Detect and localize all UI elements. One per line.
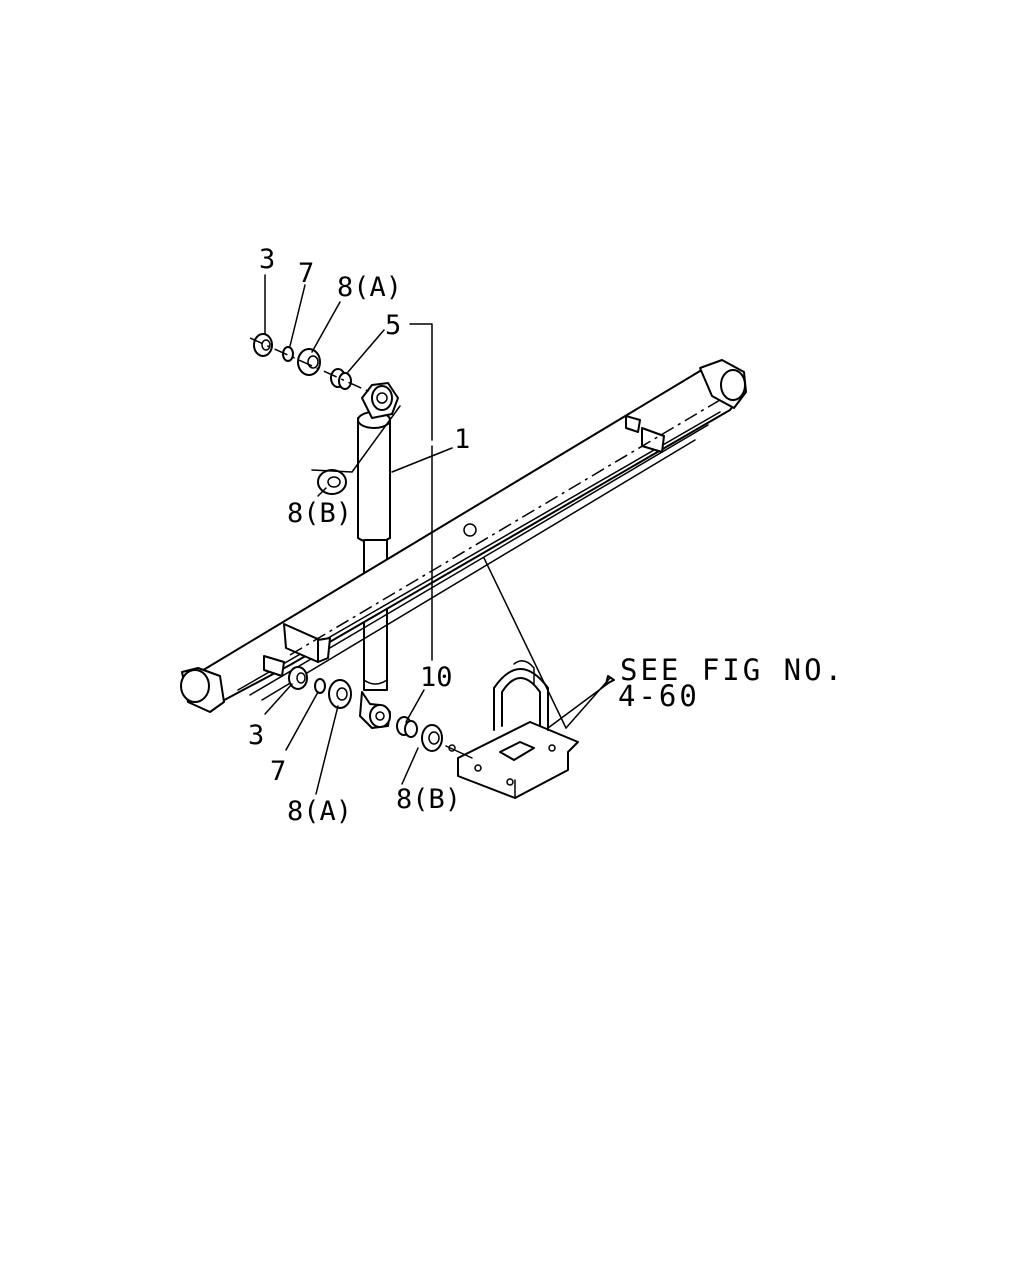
- reference-line-1: SEE FIG NO.: [620, 653, 845, 687]
- callout-top-collar: 5: [385, 310, 401, 341]
- callout-bottom-bush-b: 8(B): [396, 784, 461, 815]
- leaf-spring: [180, 359, 747, 713]
- reference-line-2: 4-60: [618, 679, 700, 713]
- callout-bottom-washer: 7: [270, 756, 286, 787]
- callout-shock-absorber: 1: [454, 424, 470, 455]
- callout-top-bush-b: 8(B): [287, 498, 352, 529]
- u-bolt-assembly: [445, 660, 579, 799]
- callout-bottom-collar: 10: [420, 662, 453, 693]
- top-hardware: [249, 274, 433, 497]
- callout-top-washer: 7: [298, 258, 314, 289]
- callout-bottom-bush-a: 8(A): [287, 796, 352, 827]
- callout-top-nut: 3: [259, 244, 275, 275]
- callout-top-bush-a: 8(A): [337, 272, 402, 303]
- bottom-hardware: [264, 445, 443, 795]
- callout-bottom-nut: 3: [248, 720, 264, 751]
- reference-leaders: [483, 557, 615, 729]
